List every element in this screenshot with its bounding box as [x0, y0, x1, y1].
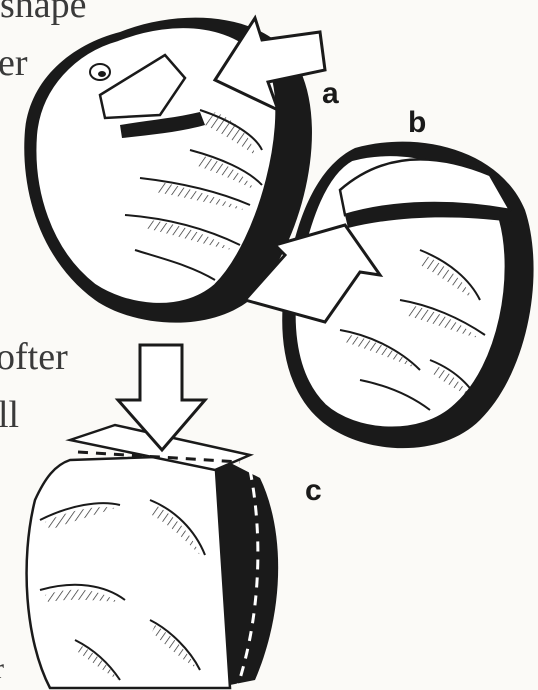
label-c: c	[305, 474, 322, 507]
stone-c-face	[27, 455, 230, 688]
label-a: a	[322, 77, 339, 110]
stone-c	[27, 425, 279, 688]
label-b: b	[408, 106, 426, 139]
